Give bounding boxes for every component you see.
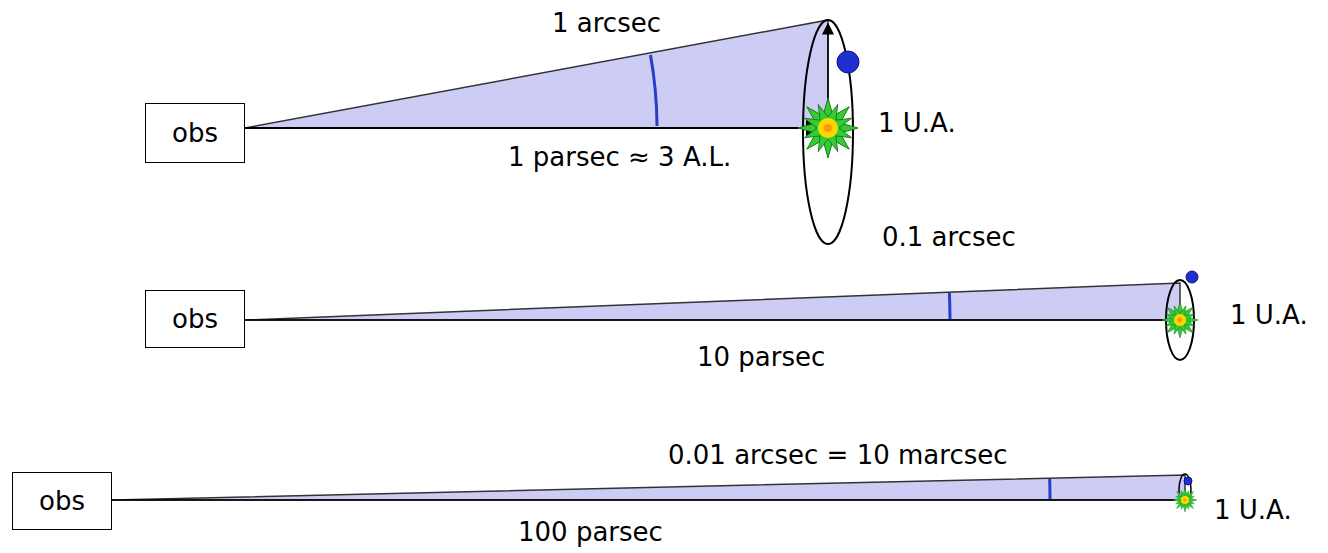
observer-box: obs [145, 103, 245, 163]
observer-label: obs [172, 304, 218, 334]
measure-label: 1 U.A. [878, 108, 956, 138]
parallax-row-1 [245, 20, 861, 244]
observer-box: obs [12, 472, 112, 530]
parallax-row-3 [112, 474, 1198, 513]
measure-label: 100 parsec [518, 517, 663, 547]
measure-label: 1 arcsec [552, 8, 661, 38]
measure-label: 1 U.A. [1230, 300, 1308, 330]
measure-label: 0.1 arcsec [882, 222, 1016, 252]
measure-label: 0.01 arcsec = 10 marcsec [668, 440, 1008, 470]
observer-box: obs [145, 290, 245, 348]
measure-label: 1 U.A. [1214, 495, 1292, 525]
observer-label: obs [172, 118, 218, 148]
measure-label: 1 parsec ≈ 3 A.L. [508, 142, 731, 172]
measure-label: 10 parsec [697, 342, 825, 372]
observer-label: obs [39, 486, 85, 516]
